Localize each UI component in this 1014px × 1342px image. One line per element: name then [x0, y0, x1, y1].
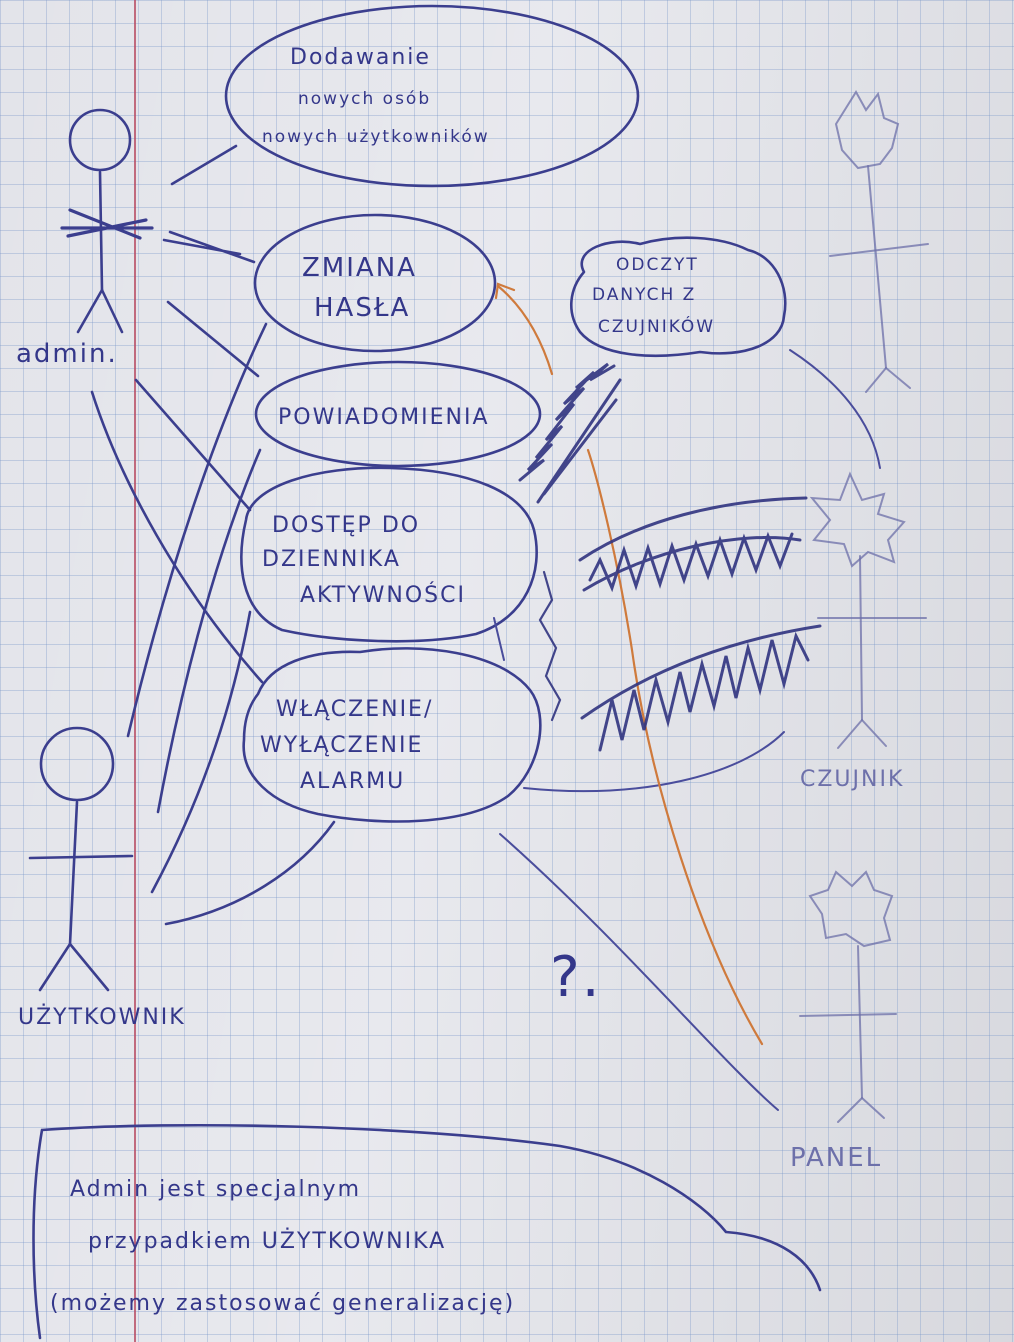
panel-label: PANEL — [790, 1143, 882, 1173]
panel-legs — [837, 1097, 885, 1123]
note: Admin jest specjalnym przypadkiem UŻYTKO… — [32, 1123, 822, 1340]
note-line-3: (możemy zastosować generalizację) — [50, 1291, 515, 1316]
uzytkownik-associations — [126, 322, 336, 926]
usecase-odczyt-ellipse — [569, 236, 787, 358]
usecase-dodawanie-line-1: Dodawanie — [290, 45, 431, 70]
admin-legs — [76, 288, 124, 334]
czujnik-top-legs — [865, 367, 911, 393]
usecase-wlaczenie-line-2: WYŁĄCZENIE — [260, 733, 423, 758]
usecase-wlaczenie: WŁĄCZENIE/ WYŁĄCZENIE ALARMU — [242, 647, 542, 823]
uzytkownik-head — [39, 726, 115, 802]
assoc-admin-wlaczenie — [90, 390, 264, 684]
assoc-dostep-tick — [493, 617, 505, 661]
usecase-powiadomienia: POWIADOMIENIA — [254, 360, 542, 468]
czujnik-legs — [837, 719, 887, 749]
panel-body — [857, 945, 863, 1099]
usecase-odczyt-line-3: CZUJNIKÓW — [598, 315, 715, 337]
scribble-1 — [518, 362, 616, 482]
actor-admin: admin. — [16, 108, 154, 369]
assoc-admin-dodawanie — [170, 144, 238, 186]
orange-arrowhead-icon — [494, 282, 516, 300]
usecase-dostep-line-1: DOSTĘP DO — [272, 513, 420, 538]
usecase-dostep-line-2: DZIENNIKA — [262, 547, 401, 572]
czujnik-label: CZUJNIK — [800, 767, 904, 792]
admin-head — [68, 108, 132, 172]
admin-body — [98, 170, 104, 292]
czujnik-star-icon — [809, 471, 906, 568]
panel-arms — [799, 1013, 897, 1017]
usecase-odczyt-line-2: DANYCH Z — [592, 285, 696, 305]
scribble-5 — [538, 570, 562, 722]
usecase-dodawanie: Dodawanie nowych osób nowych użytkownikó… — [224, 4, 640, 188]
scribbles — [518, 362, 822, 752]
usecase-wlaczenie-line-1: WŁĄCZENIE/ — [276, 697, 433, 722]
question-mark: ?. — [550, 945, 602, 1010]
assoc-wlaczenie-czujnik — [523, 731, 785, 793]
assoc-panel — [499, 833, 779, 1111]
usecase-wlaczenie-line-3: ALARMU — [300, 769, 405, 794]
scribble-4 — [580, 624, 822, 752]
usecase-wlaczenie-ellipse — [242, 647, 542, 823]
orange-arrow — [494, 282, 764, 1046]
orange-line-upper — [496, 284, 554, 376]
note-line-2: przypadkiem UŻYTKOWNIKA — [88, 1228, 446, 1254]
usecase-odczyt-line-1: ODCZYT — [616, 255, 699, 275]
usecase-dodawanie-line-2: nowych osób — [298, 89, 431, 109]
actor-czujnik-top — [829, 90, 929, 393]
scribble-2 — [536, 378, 622, 504]
usecase-zmiana-hasla-line-1: ZMIANA — [302, 253, 417, 283]
uzytkownik-label: UŻYTKOWNIK — [18, 1004, 186, 1030]
right-associations — [493, 349, 881, 1111]
usecase-dodawanie-line-3: nowych użytkowników — [262, 127, 490, 147]
assoc-uzytkownik-dostep — [150, 610, 252, 894]
assoc-uzytkownik-powiadomienia — [156, 448, 262, 814]
czujnik-top-arms — [829, 243, 929, 257]
czujnik-top-head — [834, 90, 900, 170]
assoc-admin-dostep — [134, 378, 252, 512]
assoc-odczyt-czujnik — [789, 349, 881, 469]
uzytkownik-arms — [28, 854, 134, 860]
assoc-uzytkownik-zmiana — [126, 322, 268, 738]
uzytkownik-legs — [38, 942, 110, 992]
usecase-dostep: DOSTĘP DO DZIENNIKA AKTYWNOŚCI — [240, 466, 538, 643]
usecase-zmiana-hasla-ellipse — [253, 213, 497, 353]
scribble-3 — [578, 496, 808, 593]
note-line-1: Admin jest specjalnym — [70, 1177, 361, 1202]
usecase-dodawanie-ellipse — [224, 4, 640, 188]
usecase-odczyt: ODCZYT DANYCH Z CZUJNIKÓW — [569, 236, 787, 358]
usecase-powiadomienia-line-1: POWIADOMIENIA — [278, 405, 490, 430]
uzytkownik-body — [68, 800, 79, 946]
assoc-admin-zmiana — [162, 230, 256, 264]
margin-line — [134, 0, 136, 1342]
assoc-uzytkownik-wlaczenie — [164, 820, 336, 926]
usecase-zmiana-hasla-line-2: HASŁA — [314, 293, 410, 323]
actor-uzytkownik: UŻYTKOWNIK — [18, 726, 186, 1030]
czujnik-body — [859, 555, 863, 721]
assoc-admin-powiadomienia — [166, 300, 260, 378]
usecase-dostep-line-3: AKTYWNOŚCI — [300, 582, 466, 608]
orange-line-lower — [586, 448, 764, 1046]
usecase-zmiana-hasla: ZMIANA HASŁA — [253, 213, 497, 353]
usecase-powiadomienia-ellipse — [254, 360, 542, 468]
panel-head-icon — [808, 870, 894, 948]
note-outline — [32, 1123, 822, 1340]
admin-label: admin. — [16, 339, 118, 369]
usecase-dostep-ellipse — [240, 466, 538, 643]
actor-czujnik: CZUJNIK — [800, 471, 927, 792]
actor-panel: PANEL — [790, 870, 897, 1173]
admin-arms — [60, 208, 154, 240]
czujnik-top-body — [867, 165, 887, 369]
admin-associations — [90, 144, 264, 684]
